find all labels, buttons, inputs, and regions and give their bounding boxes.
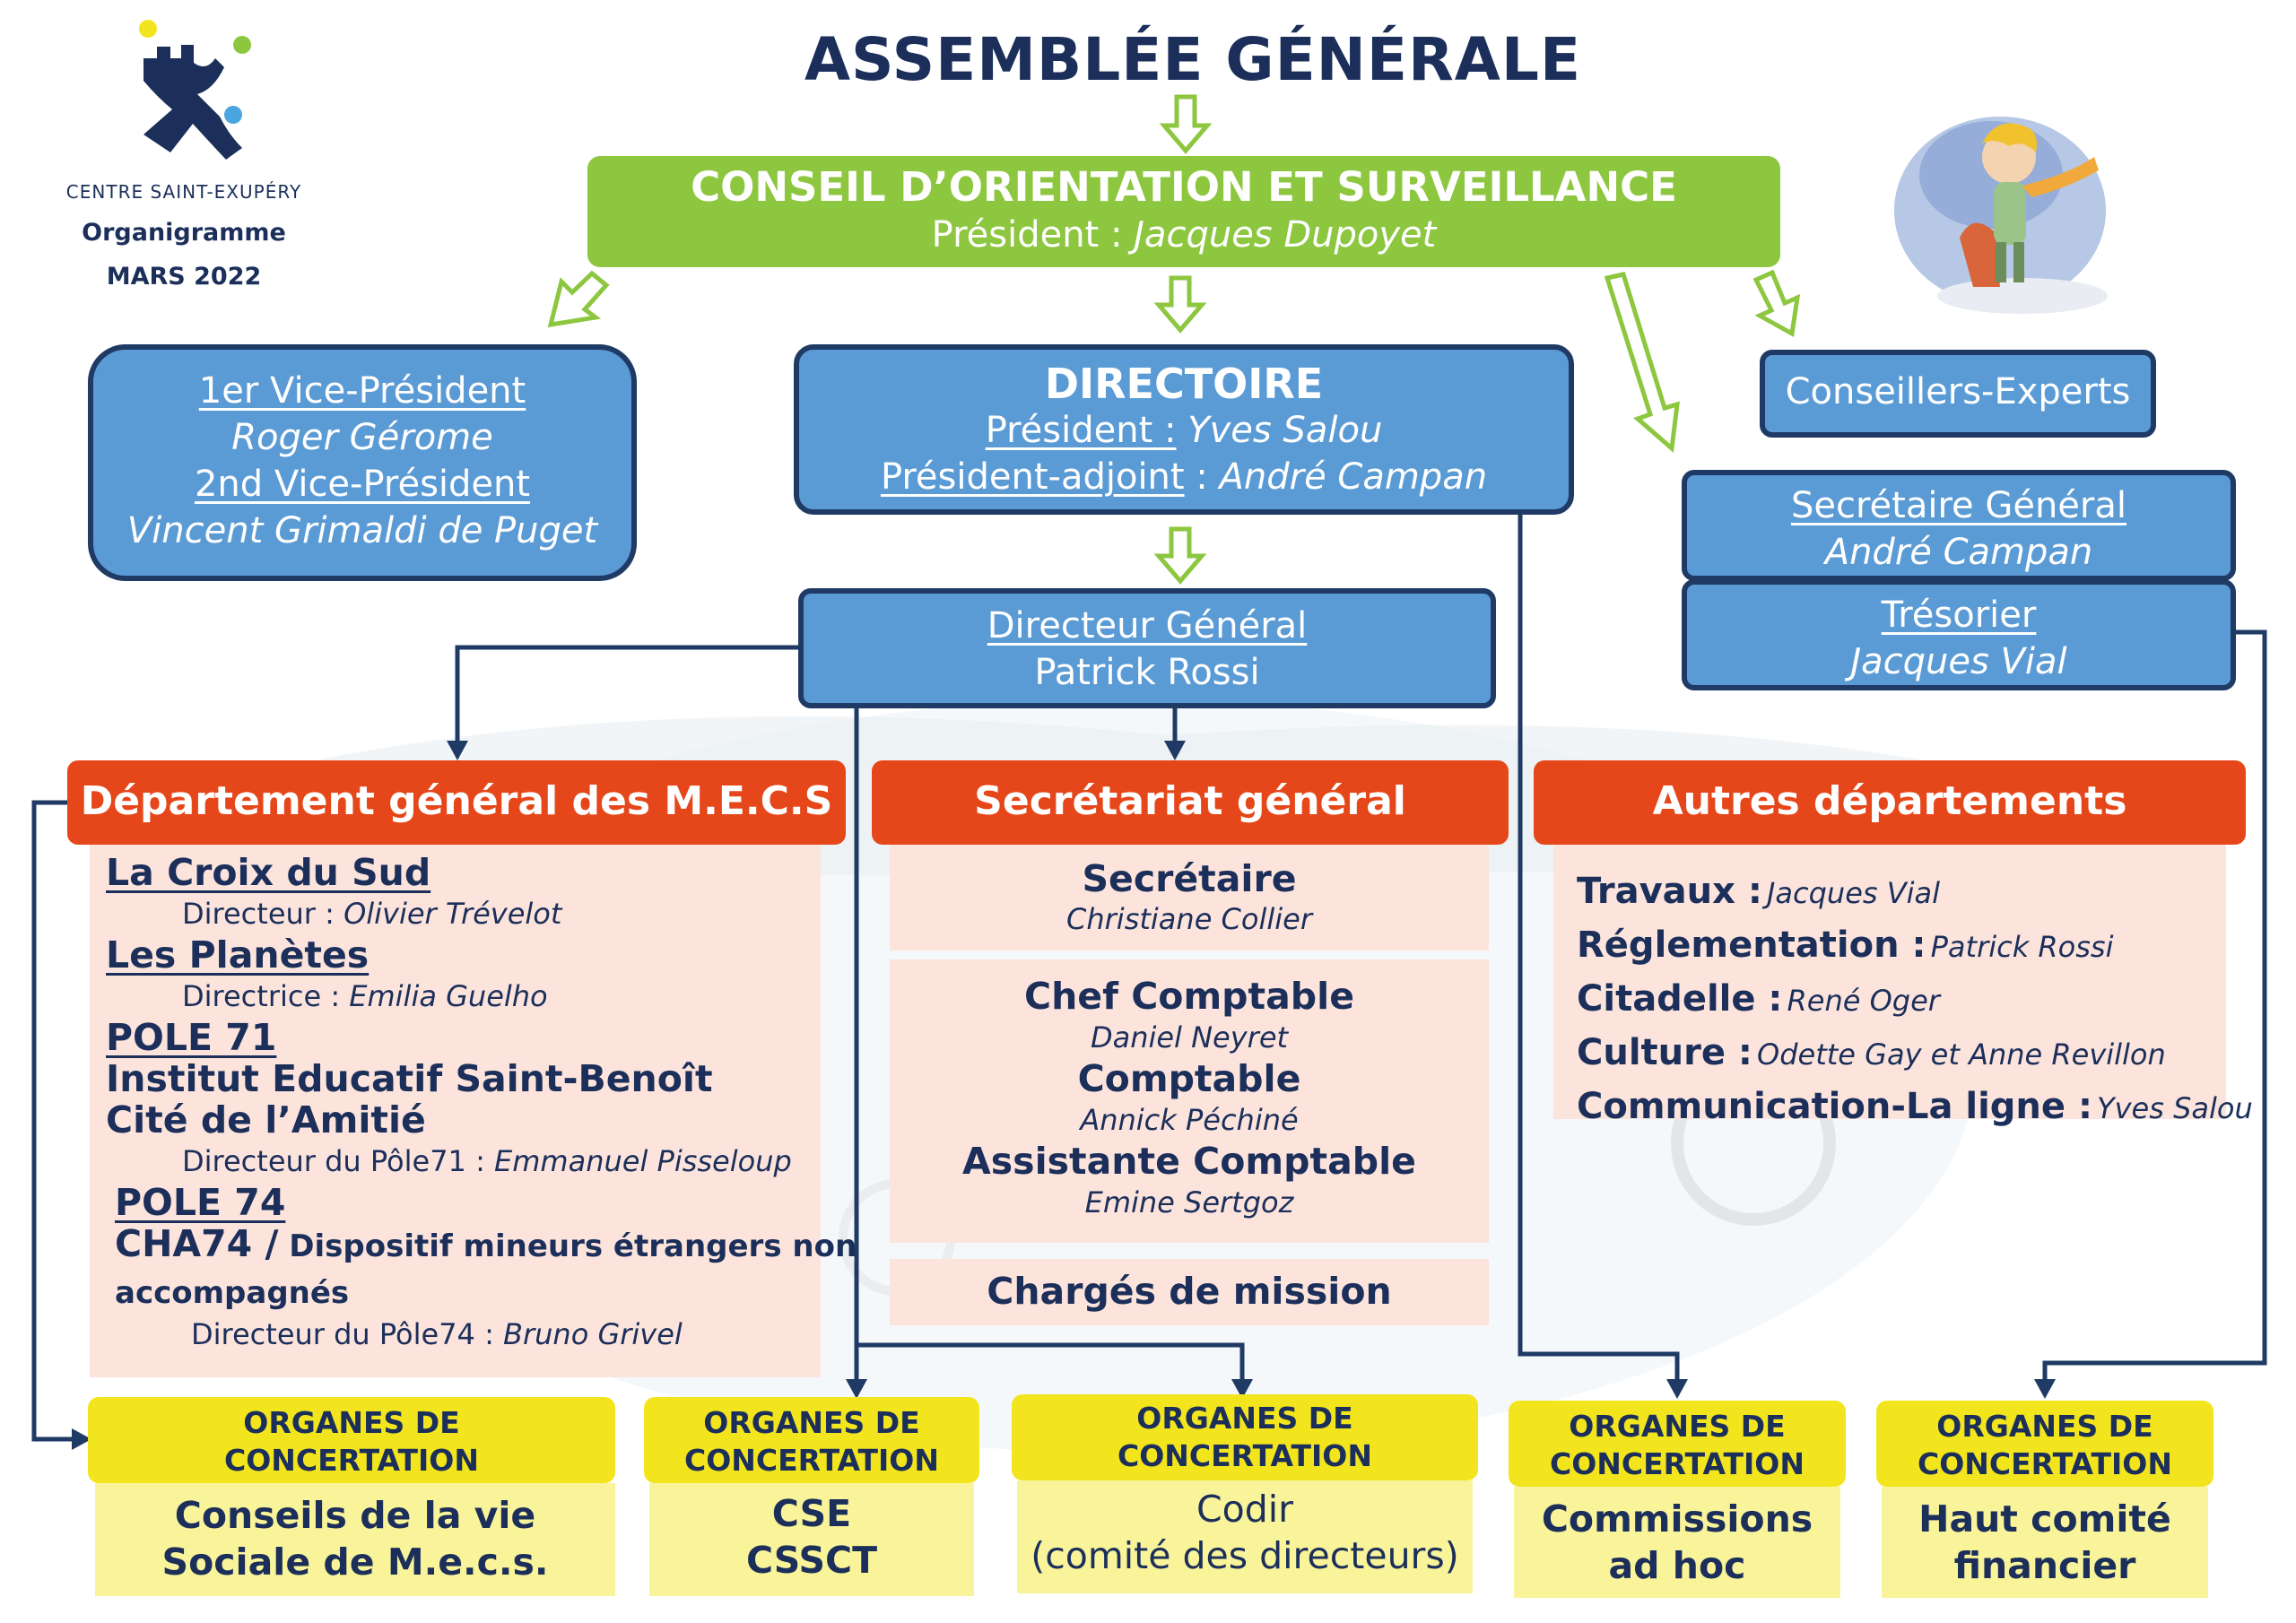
directoire-title: DIRECTOIRE [1044,360,1324,408]
mecs-cha74: CHA74 / Dispositif mineurs étrangers non [115,1222,857,1265]
autres-body: Travaux : Jacques Vial Réglementation : … [1553,845,2253,1127]
mecs-accompagnes: accompagnés [115,1275,350,1311]
date: MARS 2022 [106,263,262,291]
arrow-conseil-secretaire [1604,272,1680,453]
secretariat-chef-comptable-name: Daniel Neyret [1090,1020,1289,1055]
tresorier-box: Trésorier Jacques Vial [1682,579,2236,690]
directoire-box: DIRECTOIRE Président : Yves Salou Présid… [794,344,1574,515]
conseil-box: CONSEIL D’ORIENTATION ET SURVEILLANCE Pr… [587,156,1780,267]
autres-item-communication: Communication-La ligne : Yves Salou [1577,1086,2253,1127]
autres-item-travaux: Travaux : Jacques Vial [1577,871,1941,912]
organe-4-body: Commissions ad hoc [1514,1487,1840,1598]
secretariat-charges: Chargés de mission [987,1270,1392,1313]
mecs-croix-director: Directeur : Olivier Trévelot [182,897,562,931]
vp1-label: 1er Vice-Président [198,370,526,412]
organe-3-body: Codir (comité des directeurs) [1017,1480,1473,1593]
secretaire-general-box: Secrétaire Général André Campan [1682,470,2236,581]
mecs-croix: La Croix du Sud [106,851,431,894]
vp2-label: 2nd Vice-Président [194,464,531,505]
secretaire-general-name: André Campan [1824,532,2093,573]
little-prince-illustration [1894,117,2108,314]
organe-4-header: ORGANES DE CONCERTATION [1509,1401,1846,1487]
organe-2-body: CSE CSSCT [649,1483,974,1596]
subtitle: Organigramme [82,219,286,247]
tresorier-label: Trésorier [1881,595,2037,636]
secretariat-comptable-name: Annick Péchiné [1080,1103,1299,1137]
conseil-title: CONSEIL D’ORIENTATION ET SURVEILLANCE [691,163,1677,211]
secretariat-secretaire-box: Secrétaire Christiane Collier [890,845,1489,950]
secretariat-compta-box: Chef Comptable Daniel Neyret Comptable A… [890,959,1489,1243]
directeur-general-box: Directeur Général Patrick Rossi [798,588,1496,708]
directeur-general-label: Directeur Général [987,605,1308,647]
secretariat-assistante: Assistante Comptable [962,1140,1416,1183]
autres-item-culture: Culture : Odette Gay et Anne Revillon [1577,1032,2166,1073]
directeur-general-name: Patrick Rossi [1034,652,1260,693]
organe-2-header: ORGANES DE CONCERTATION [644,1397,979,1483]
arrow-ag-conseil [1159,94,1213,154]
tresorier-name: Jacques Vial [1850,641,2067,682]
conseil-president: Président : Jacques Dupoyet [931,214,1437,256]
arrow-conseil-directoire [1153,275,1207,334]
secretariat-secretaire-name: Christiane Collier [1066,902,1312,936]
secretariat-header: Secrétariat général [872,760,1509,845]
secretariat-secretaire: Secrétaire [1082,857,1297,900]
logo-icon [139,20,251,160]
arrow-conseil-conseillers [1752,269,1801,337]
mecs-pole71: POLE 71 [106,1016,277,1059]
mecs-planetes: Les Planètes [106,933,370,976]
mecs-pole71-director: Directeur du Pôle71 : Emmanuel Pisseloup [182,1144,792,1178]
organe-1-header: ORGANES DE CONCERTATION [88,1397,615,1483]
mecs-cite: Cité de l’Amitié [106,1098,426,1141]
mecs-institut: Institut Educatif Saint-Benoît [106,1057,713,1100]
organe-5-header: ORGANES DE CONCERTATION [1876,1401,2213,1487]
mecs-planetes-director: Directrice : Emilia Guelho [182,979,548,1013]
directoire-president: Président : Yves Salou [985,410,1383,451]
mecs-pole74-director: Directeur du Pôle74 : Bruno Grivel [191,1317,683,1351]
organe-3-header: ORGANES DE CONCERTATION [1012,1394,1478,1480]
mecs-header: Département général des M.E.C.S [67,760,846,845]
secretariat-charges-box: Chargés de mission [890,1259,1489,1325]
autres-item-citadelle: Citadelle : René Oger [1577,978,1940,1020]
secretaire-general-label: Secrétaire Général [1790,485,2126,526]
autres-item-reglementation: Réglementation : Patrick Rossi [1577,924,2114,966]
vp1-name: Roger Gérome [231,417,493,458]
mecs-body: La Croix du Sud Directeur : Olivier Trév… [90,845,857,1377]
organe-5-body: Haut comité financier [1882,1487,2208,1598]
secretariat-chef-comptable: Chef Comptable [1024,975,1354,1018]
autres-header: Autres départements [1534,760,2246,845]
arrow-directoire-dg [1153,526,1207,585]
secretariat-assistante-name: Emine Sertgoz [1084,1185,1294,1219]
mecs-pole74: POLE 74 [115,1181,286,1224]
vice-presidents-box: 1er Vice-Président Roger Gérome 2nd Vice… [88,344,637,581]
logo-name: CENTRE SAINT-EXUPÉRY [65,181,302,203]
secretariat-comptable: Comptable [1077,1057,1301,1100]
organe-1-body: Conseils de la vie Sociale de M.e.c.s. [95,1483,615,1596]
arrow-conseil-vp [547,270,610,328]
vp2-name: Vincent Grimaldi de Puget [126,510,598,551]
conseillers-label: Conseillers-Experts [1785,371,2131,412]
directoire-adjoint: Président-adjoint : André Campan [880,456,1488,498]
conseillers-box: Conseillers-Experts [1760,350,2156,438]
page-title: ASSEMBLÉE GÉNÉRALE [804,25,1582,94]
